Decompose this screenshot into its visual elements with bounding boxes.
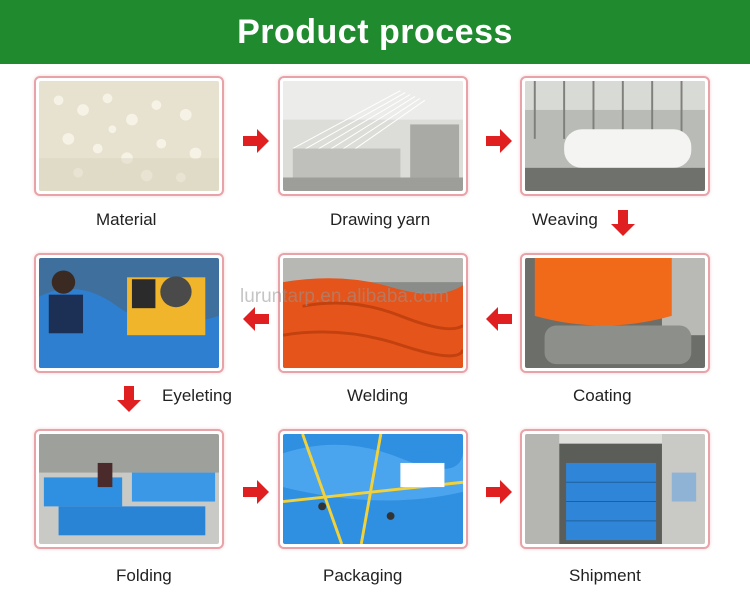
step-coating-photo	[520, 253, 710, 373]
step-packaging-photo	[278, 429, 468, 549]
step-folding-photo	[34, 429, 224, 549]
watermark: luruntarp.en.alibaba.com	[240, 286, 450, 307]
arrow-left-icon	[486, 307, 512, 331]
step-label-eyeleting: Eyeleting	[162, 386, 232, 405]
arrow-right-icon	[486, 480, 512, 504]
page-title: Product process	[237, 12, 513, 51]
arrow-left-icon	[243, 307, 269, 331]
step-label-folding: Folding	[116, 566, 172, 585]
step-label-welding: Welding	[347, 386, 409, 405]
step-shipment-photo	[520, 429, 710, 549]
step-weaving-photo	[520, 76, 710, 196]
step-material-photo	[34, 76, 224, 196]
step-label-material: Material	[96, 210, 157, 229]
arrow-right-icon	[243, 129, 269, 153]
step-label-packaging: Packaging	[323, 566, 403, 585]
step-label-shipment: Shipment	[569, 566, 641, 585]
arrow-down-icon	[117, 386, 141, 412]
arrow-right-icon	[486, 129, 512, 153]
arrow-down-icon	[611, 210, 635, 236]
step-label-drawing-yarn: Drawing yarn	[330, 210, 431, 229]
header-banner: Product process	[0, 0, 750, 64]
step-label-weaving: Weaving	[532, 210, 598, 229]
step-label-coating: Coating	[573, 386, 632, 405]
arrow-right-icon	[243, 480, 269, 504]
step-welding-photo	[278, 253, 468, 373]
step-eyeleting-photo	[34, 253, 224, 373]
step-drawing-yarn-photo	[278, 76, 468, 196]
